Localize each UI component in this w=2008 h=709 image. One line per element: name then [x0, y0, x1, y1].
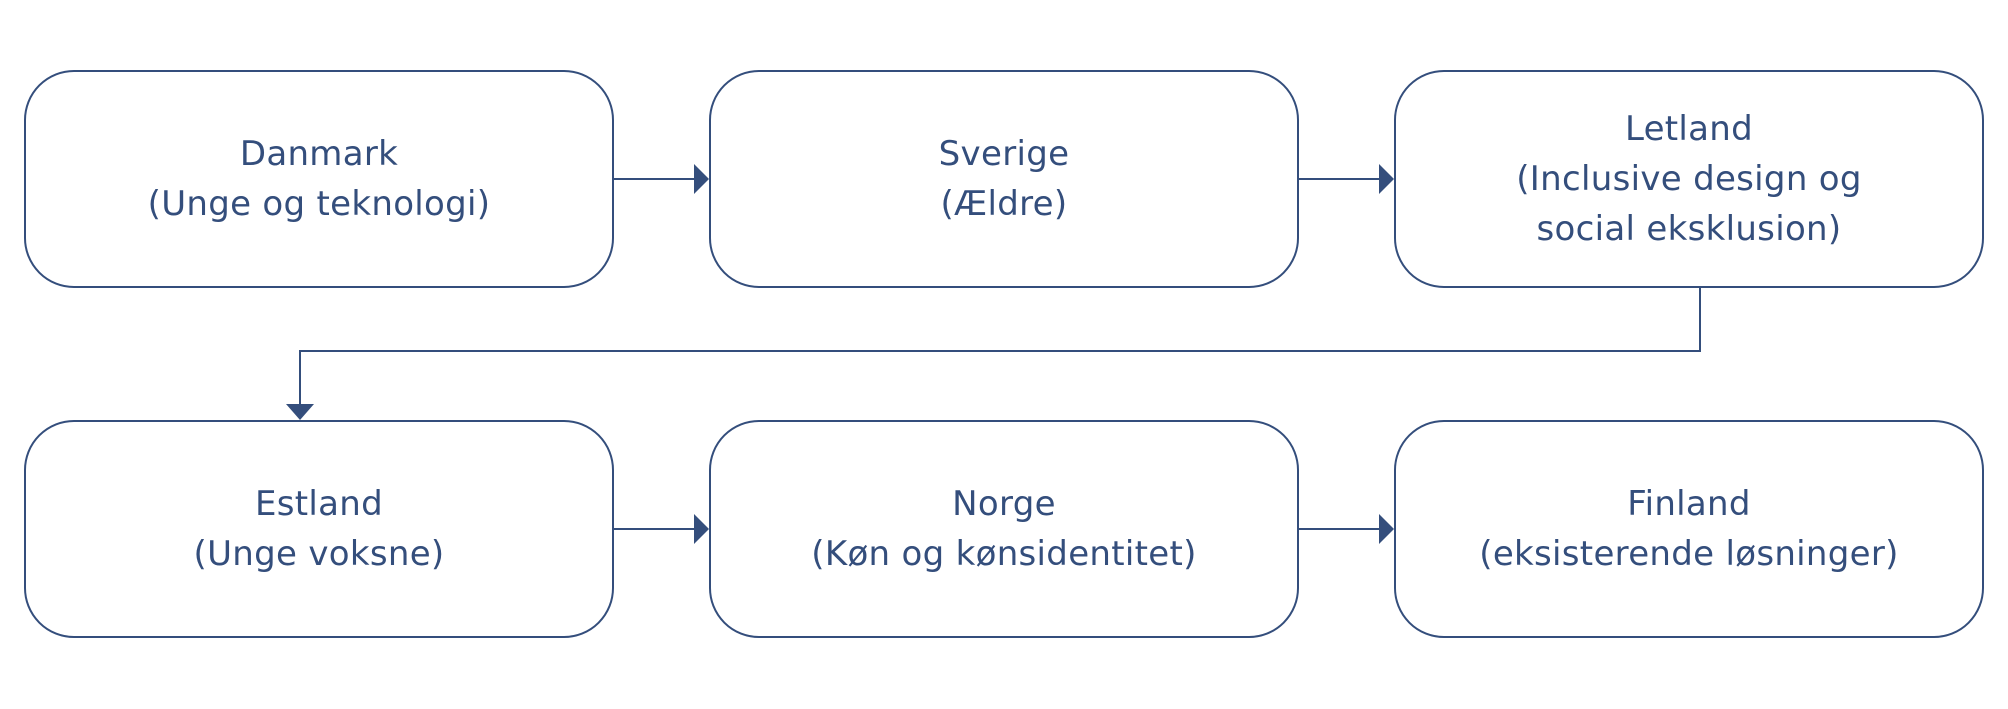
node-letland: Letland (Inclusive design og social eksk…	[1394, 70, 1984, 288]
node-letland-title: Letland	[1624, 109, 1754, 149]
node-norge-subtitle: (Køn og kønsidentitet)	[811, 534, 1197, 574]
edge-sverige-letland	[1299, 164, 1394, 194]
node-estland: Estland (Unge voksne)	[24, 420, 614, 638]
node-sverige-label: Sverige (Ældre)	[939, 129, 1070, 229]
node-finland-subtitle: (eksisterende løsninger)	[1479, 534, 1899, 574]
node-finland-title: Finland	[1627, 484, 1751, 524]
node-danmark-subtitle: (Unge og teknologi)	[147, 184, 491, 224]
node-danmark-label: Danmark (Unge og teknologi)	[148, 129, 491, 229]
node-finland-label: Finland (eksisterende løsninger)	[1479, 479, 1898, 579]
edge-norge-finland	[1299, 514, 1394, 544]
node-estland-title: Estland	[254, 484, 384, 524]
node-estland-label: Estland (Unge voksne)	[194, 479, 445, 579]
edge-danmark-sverige	[614, 164, 709, 194]
edge-estland-norge	[614, 514, 709, 544]
node-estland-subtitle: (Unge voksne)	[193, 534, 445, 574]
node-norge: Norge (Køn og kønsidentitet)	[709, 420, 1299, 638]
node-norge-label: Norge (Køn og kønsidentitet)	[811, 479, 1196, 579]
node-letland-label: Letland (Inclusive design og social eksk…	[1516, 104, 1862, 254]
node-letland-subtitle-line2: social eksklusion)	[1536, 209, 1842, 249]
node-norge-title: Norge	[952, 484, 1056, 524]
node-danmark-title: Danmark	[239, 134, 399, 174]
node-letland-subtitle-line1: (Inclusive design og	[1516, 159, 1862, 199]
node-danmark: Danmark (Unge og teknologi)	[24, 70, 614, 288]
node-sverige: Sverige (Ældre)	[709, 70, 1299, 288]
node-sverige-title: Sverige	[938, 134, 1070, 174]
edge-letland-estland	[286, 288, 1701, 420]
node-finland: Finland (eksisterende løsninger)	[1394, 420, 1984, 638]
node-sverige-subtitle: (Ældre)	[940, 184, 1068, 224]
